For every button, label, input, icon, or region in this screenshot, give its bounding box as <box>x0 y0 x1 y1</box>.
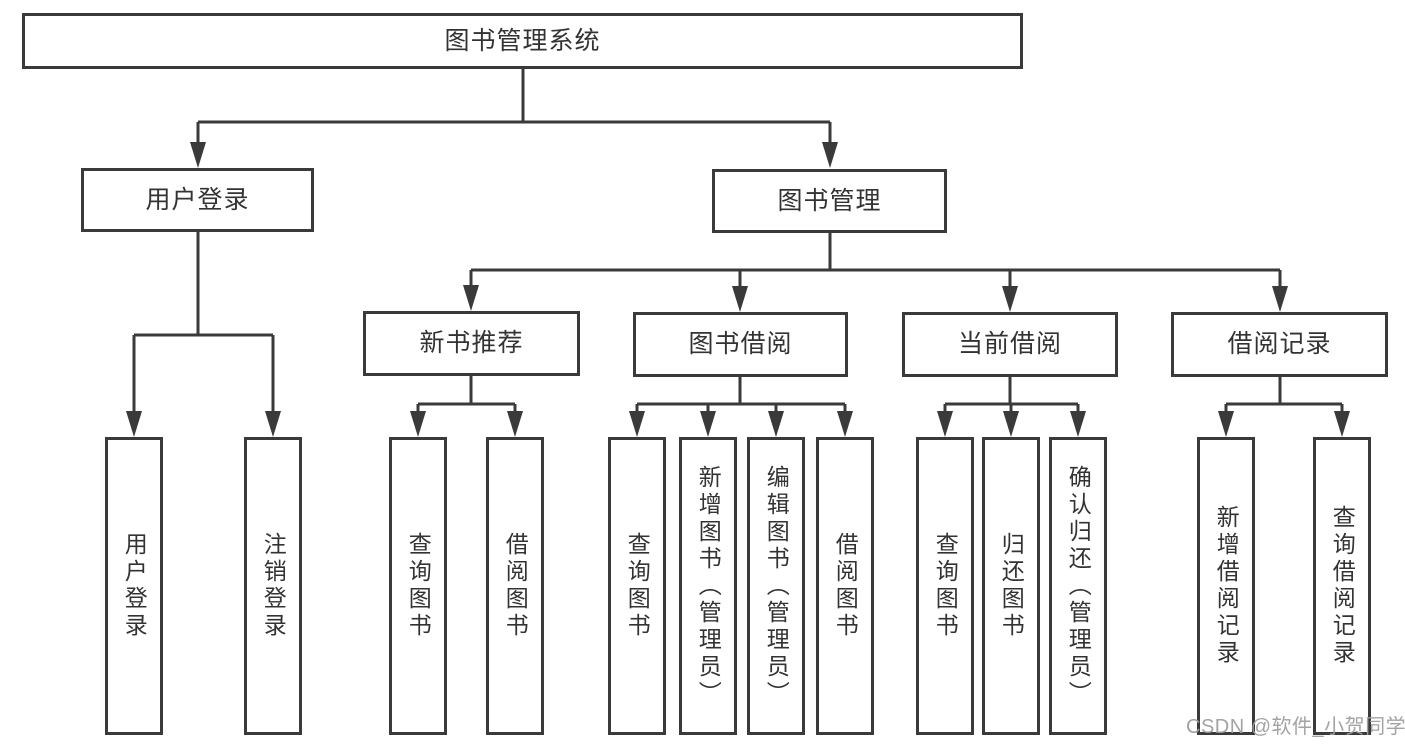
leaf-edit-book-admin: 编辑图书（管理员） <box>747 437 805 735</box>
node-new-book-recommend: 新书推荐 <box>363 311 580 376</box>
leaf-query-book-recommend: 查询图书 <box>389 437 447 735</box>
leaf-add-borrow-record: 新增借阅记录 <box>1197 437 1255 735</box>
leaf-query-book-borrow: 查询图书 <box>608 437 666 735</box>
leaf-user-login: 用户登录 <box>105 437 163 735</box>
leaf-borrow-book-recommend: 借阅图书 <box>486 437 544 735</box>
csdn-watermark: CSDN @软件_小贺同学 <box>1186 716 1405 738</box>
arrowheads <box>126 142 1350 437</box>
node-borrow-record: 借阅记录 <box>1171 312 1388 377</box>
node-current-borrow: 当前借阅 <box>902 312 1118 377</box>
leaf-logout: 注销登录 <box>244 437 302 735</box>
node-book-borrow: 图书借阅 <box>633 312 848 377</box>
node-book-management-branch: 图书管理 <box>712 169 947 233</box>
leaf-return-book: 归还图书 <box>982 437 1040 735</box>
leaf-add-book-admin: 新增图书（管理员） <box>679 437 737 735</box>
node-root-system: 图书管理系统 <box>22 13 1023 69</box>
leaf-query-book-current: 查询图书 <box>916 437 974 735</box>
leaf-confirm-return-admin: 确认归还（管理员） <box>1049 437 1107 735</box>
leaf-query-borrow-record: 查询借阅记录 <box>1313 437 1371 735</box>
leaf-borrow-book: 借阅图书 <box>816 437 874 735</box>
node-user-login-branch: 用户登录 <box>81 168 314 232</box>
